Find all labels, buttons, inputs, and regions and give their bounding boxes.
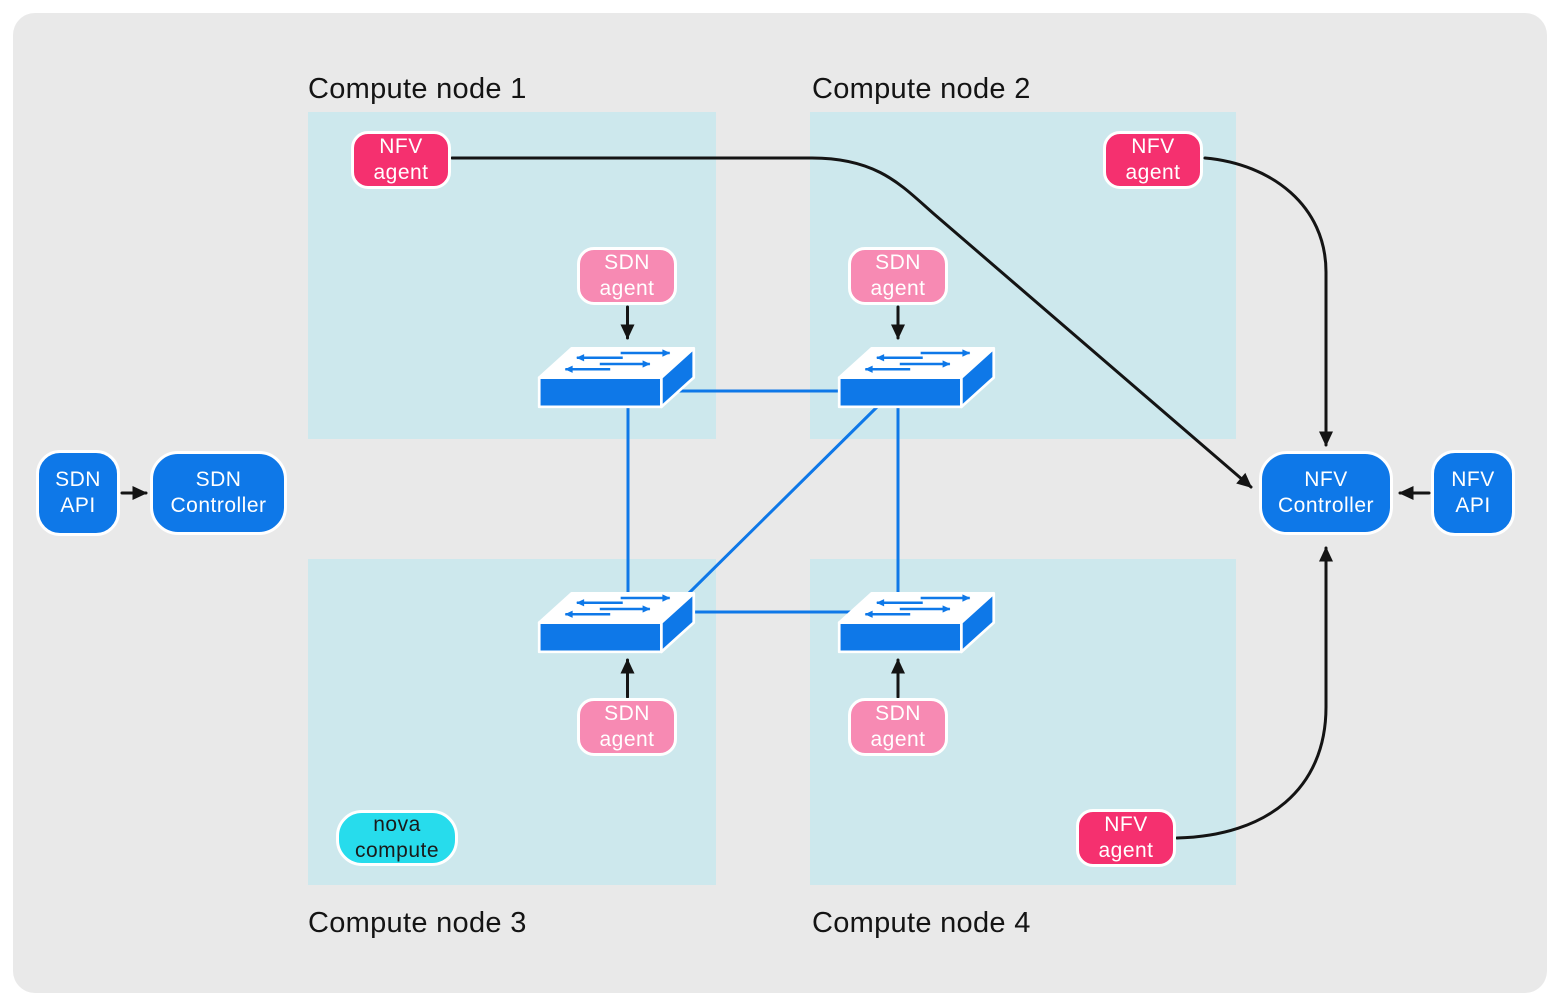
- link-switch2-switch3: [684, 404, 880, 598]
- arrow-nfv-agent1-to-nfv-controller: [450, 156, 1253, 489]
- nfv-agent-node2-label: NFV agent: [1125, 135, 1181, 184]
- sdn-agent-node3-badge: SDN agent: [577, 698, 677, 756]
- nfv-controller-label: NFV Controller: [1277, 468, 1375, 517]
- nfv-agent-node1-badge: NFV agent: [351, 131, 451, 189]
- sdn-api-label: SDN API: [55, 468, 101, 517]
- compute-node-2-title: Compute node 2: [812, 73, 1031, 105]
- nfv-agent-node2-badge: NFV agent: [1103, 131, 1203, 189]
- nova-compute-label: nova compute: [354, 813, 440, 862]
- nfv-agent-node4-label: NFV agent: [1098, 813, 1154, 862]
- compute-node-1-title: Compute node 1: [308, 73, 527, 105]
- arrow-nfv-agent4-to-nfv-controller: [1175, 546, 1333, 840]
- arrow-nfv-agent2-to-nfv-controller: [1203, 156, 1333, 447]
- sdn-agent-node3-label: SDN agent: [599, 702, 655, 751]
- nfv-agent-node1-label: NFV agent: [373, 135, 429, 184]
- nfv-controller-box: NFV Controller: [1259, 451, 1393, 535]
- compute-node-4-title: Compute node 4: [812, 907, 1031, 939]
- sdn-controller-box: SDN Controller: [150, 451, 287, 535]
- sdn-controller-label: SDN Controller: [170, 468, 267, 517]
- network-switch-icon-node4: [837, 585, 997, 656]
- sdn-agent-node1-badge: SDN agent: [577, 247, 677, 305]
- nfv-api-label: NFV API: [1451, 468, 1495, 517]
- compute-node-3-title: Compute node 3: [308, 907, 527, 939]
- sdn-agent-node1-label: SDN agent: [599, 251, 655, 300]
- network-switch-icon-node1: [537, 340, 697, 411]
- sdn-api-box: SDN API: [36, 450, 120, 536]
- sdn-agent-node2-label: SDN agent: [870, 251, 926, 300]
- nfv-agent-node4-badge: NFV agent: [1076, 809, 1176, 867]
- sdn-agent-node4-label: SDN agent: [870, 702, 926, 751]
- sdn-agent-node4-badge: SDN agent: [848, 698, 948, 756]
- sdn-agent-node2-badge: SDN agent: [848, 247, 948, 305]
- nfv-api-box: NFV API: [1431, 450, 1515, 536]
- network-switch-icon-node3: [537, 585, 697, 656]
- network-switch-icon-node2: [837, 340, 997, 411]
- nova-compute-badge: nova compute: [336, 810, 458, 866]
